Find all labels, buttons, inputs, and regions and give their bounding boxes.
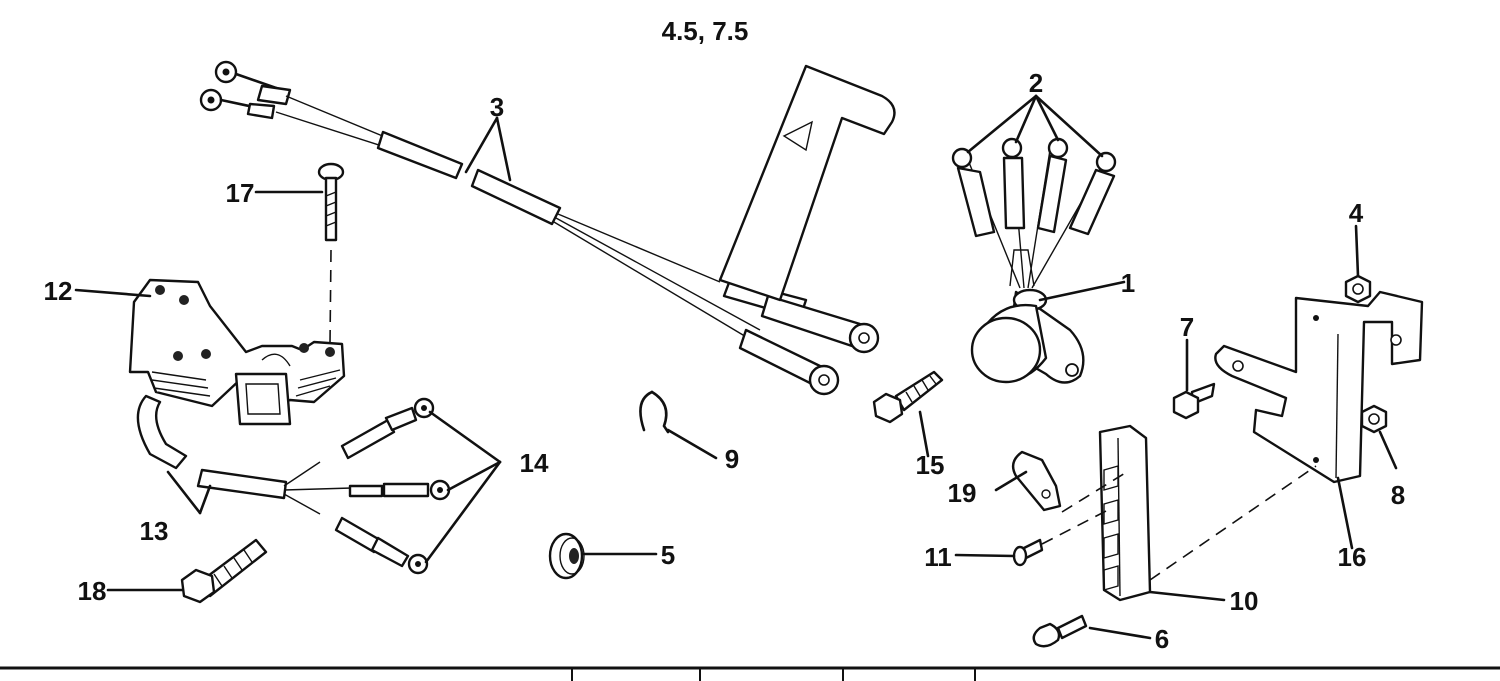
callout-10: 10 [1230,586,1259,616]
callout-19: 19 [948,478,977,508]
leader-lines [74,94,1398,640]
callout-6: 6 [1155,624,1169,654]
part-14-leads [334,397,451,575]
diagram-title: 4.5, 7.5 [662,16,749,46]
callout-9: 9 [725,444,739,474]
part-7-screw [1172,382,1216,420]
part-16-bracket [1214,290,1424,484]
part-6-screw [1032,614,1088,648]
part-9-clip [639,390,670,434]
callout-16: 16 [1338,542,1367,572]
callout-17: 17 [226,178,255,208]
part-3-wire-harness [199,60,880,396]
callout-5: 5 [661,540,675,570]
part-10-terminal-block [1098,424,1152,602]
part-17-screw [317,162,345,242]
callout-12: 12 [44,276,73,306]
callout-labels: 2 3 1 4 7 8 16 15 19 11 10 6 5 9 14 13 1… [44,68,1406,654]
part-2-leads [951,137,1117,289]
harness-bracket [718,64,896,302]
bottom-table-border [0,666,1500,681]
part-12-stator-assembly [128,278,346,426]
callout-7: 7 [1180,312,1194,342]
callout-11: 11 [924,542,952,572]
callout-18: 18 [78,576,107,606]
part-1-rectifier [970,288,1085,384]
part-8-nut [1360,404,1388,434]
part-5-grommet [548,532,585,580]
part-13-stator-leads [136,394,353,515]
callout-15: 15 [916,450,945,480]
callout-13: 13 [140,516,169,546]
part-15-screw [872,370,944,424]
part-4-nut [1344,274,1372,304]
callout-8: 8 [1391,480,1405,510]
part-18-bolt [180,538,268,604]
callout-2: 2 [1029,68,1043,98]
callout-1: 1 [1121,268,1135,298]
callout-3: 3 [490,92,504,122]
callout-4: 4 [1349,198,1364,228]
callout-14: 14 [520,448,549,478]
part-19-clamp [1011,450,1062,512]
part-11-screw [1012,538,1044,567]
assembly-dash-lines [329,249,1317,581]
